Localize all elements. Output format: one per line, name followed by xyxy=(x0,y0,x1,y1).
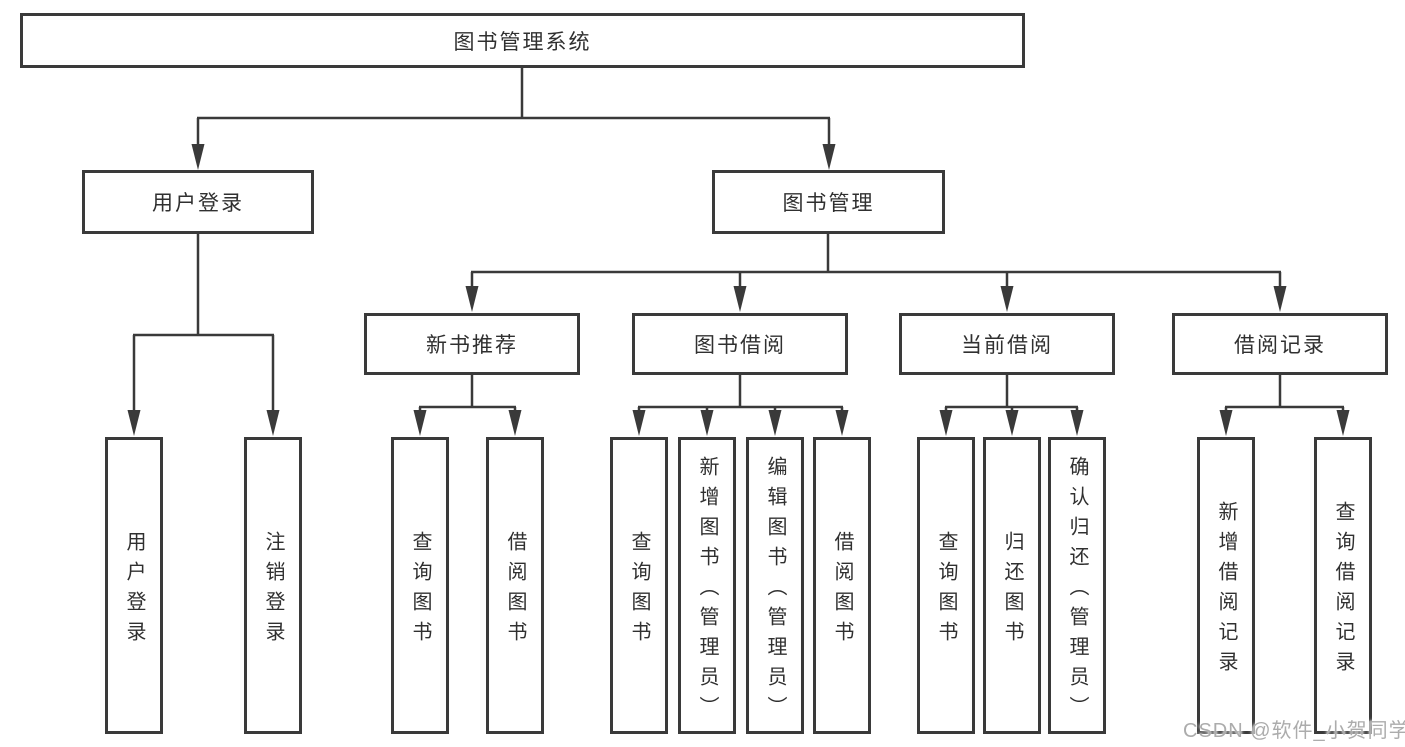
node-book-management: 图书管理 xyxy=(712,170,945,234)
leaf-query-book: 查询图书 xyxy=(610,437,668,734)
node-label: 查询图书 xyxy=(935,530,957,651)
node-label: 图书管理 xyxy=(782,192,875,215)
node-label: 图书借阅 xyxy=(694,334,786,357)
node-borrow-records: 借阅记录 xyxy=(1172,313,1388,375)
csdn-watermark: CSDN @软件_小贺同学 xyxy=(1183,720,1405,742)
node-label: 确认归还（管理员） xyxy=(1066,455,1088,726)
node-label: 当前借阅 xyxy=(961,334,1053,357)
branch-book-mgmt xyxy=(470,234,1282,296)
branch-user-login xyxy=(132,233,275,420)
node-label: 图书管理系统 xyxy=(453,30,592,54)
leaf-confirm-return-admin: 确认归还（管理员） xyxy=(1048,437,1106,734)
leaf-edit-book-admin: 编辑图书（管理员） xyxy=(746,437,804,734)
leaf-user-login: 用户登录 xyxy=(105,437,163,734)
leaf-borrow-book: 借阅图书 xyxy=(486,437,544,734)
node-label: 用户登录 xyxy=(152,192,244,215)
branch-records xyxy=(1224,375,1345,420)
leaf-add-borrow-record: 新增借阅记录 xyxy=(1197,437,1255,734)
leaf-logout: 注销登录 xyxy=(244,437,302,734)
node-label: 归还图书 xyxy=(1001,530,1023,651)
node-user-login: 用户登录 xyxy=(82,170,314,234)
leaf-query-book: 查询图书 xyxy=(391,437,449,734)
node-label: 查询借阅记录 xyxy=(1332,500,1354,681)
node-label: 用户登录 xyxy=(123,530,145,651)
branch-root xyxy=(196,68,831,152)
leaf-return-book: 归还图书 xyxy=(983,437,1041,734)
node-label: 借阅图书 xyxy=(831,530,853,651)
branch-new-book xyxy=(418,375,517,420)
node-label: 新增借阅记录 xyxy=(1215,500,1237,681)
leaf-add-book-admin: 新增图书（管理员） xyxy=(678,437,736,734)
node-label: 借阅记录 xyxy=(1234,334,1326,357)
node-label: 新书推荐 xyxy=(426,334,518,357)
leaf-query-borrow-record: 查询借阅记录 xyxy=(1314,437,1372,734)
node-book-borrow: 图书借阅 xyxy=(632,313,848,375)
node-library-system: 图书管理系统 xyxy=(20,13,1025,68)
node-new-book-recommend: 新书推荐 xyxy=(364,313,580,375)
node-label: 注销登录 xyxy=(262,530,284,651)
node-label: 新增图书（管理员） xyxy=(696,455,718,726)
node-label: 借阅图书 xyxy=(504,530,526,651)
branch-book-borrow xyxy=(637,375,844,420)
leaf-query-book: 查询图书 xyxy=(917,437,975,734)
leaf-borrow-book: 借阅图书 xyxy=(813,437,871,734)
node-current-borrow: 当前借阅 xyxy=(899,313,1115,375)
node-label: 编辑图书（管理员） xyxy=(764,455,786,726)
node-label: 查询图书 xyxy=(409,530,431,651)
node-label: 查询图书 xyxy=(628,530,650,651)
